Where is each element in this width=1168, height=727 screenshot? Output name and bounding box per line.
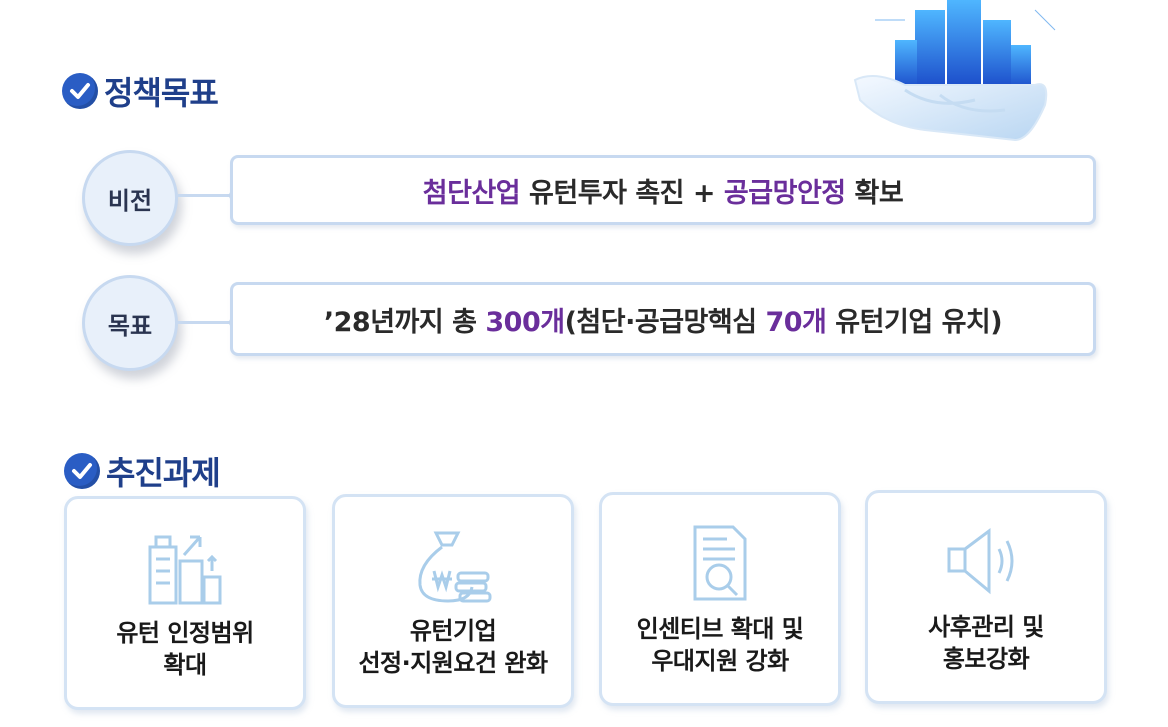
speaker-icon: [947, 528, 1014, 595]
vision-text-4: 확보: [845, 177, 904, 209]
task-card-2: 유턴기업 선정·지원요건 완화: [332, 494, 574, 708]
section-title-tasks: 추진과제: [64, 448, 221, 494]
vision-text-2: 유턴투자 촉진 +: [520, 177, 724, 209]
target-text: ’28년까지 총 300개(첨단·공급망핵심 70개 유턴기업 유치): [323, 300, 1003, 339]
vision-circle: 비전: [82, 150, 178, 246]
target-highlight-2: 70개: [765, 306, 827, 338]
check-circle-icon: [64, 453, 100, 489]
task-label-3: 인센티브 확대 및 우대지원 강화: [636, 615, 804, 675]
section-title-policy-goal: 정책목표: [62, 68, 219, 114]
buildings-icon: [148, 535, 222, 605]
vision-bar: 첨단산업 유턴투자 촉진 + 공급망안정 확보: [230, 155, 1096, 225]
city-hand-illustration: [853, 0, 1056, 142]
task-card-1: 유턴 인정범위 확대: [64, 496, 306, 710]
task-label-2: 유턴기업 선정·지원요건 완화: [358, 617, 548, 677]
vision-highlight-2: 공급망안정: [723, 177, 846, 209]
money-bag-icon: [418, 531, 492, 603]
check-circle-icon: [62, 73, 98, 109]
vision-highlight-1: 첨단산업: [422, 177, 521, 209]
vision-label: 비전: [107, 186, 153, 215]
document-search-icon: [693, 525, 747, 601]
task-label-4: 사후관리 및 홍보강화: [928, 613, 1044, 673]
task-card-4: 사후관리 및 홍보강화: [865, 490, 1107, 704]
task-label-1: 유턴 인정범위 확대: [116, 619, 254, 679]
target-connector: [178, 317, 240, 328]
vision-text: 첨단산업 유턴투자 촉진 + 공급망안정 확보: [422, 171, 904, 210]
target-text-1: ’28년까지 총: [323, 306, 486, 338]
target-highlight-1: 300개: [485, 306, 565, 338]
target-label: 목표: [107, 311, 153, 340]
target-circle: 목표: [82, 275, 178, 371]
vision-connector: [178, 190, 240, 201]
task-card-3: 인센티브 확대 및 우대지원 강화: [599, 492, 841, 706]
target-text-5: 유턴기업 유치): [826, 306, 1003, 338]
section-title-text: 정책목표: [104, 74, 219, 112]
section-title-text: 추진과제: [106, 454, 221, 492]
target-text-3: (첨단·공급망핵심: [564, 306, 766, 338]
target-bar: ’28년까지 총 300개(첨단·공급망핵심 70개 유턴기업 유치): [230, 282, 1096, 356]
